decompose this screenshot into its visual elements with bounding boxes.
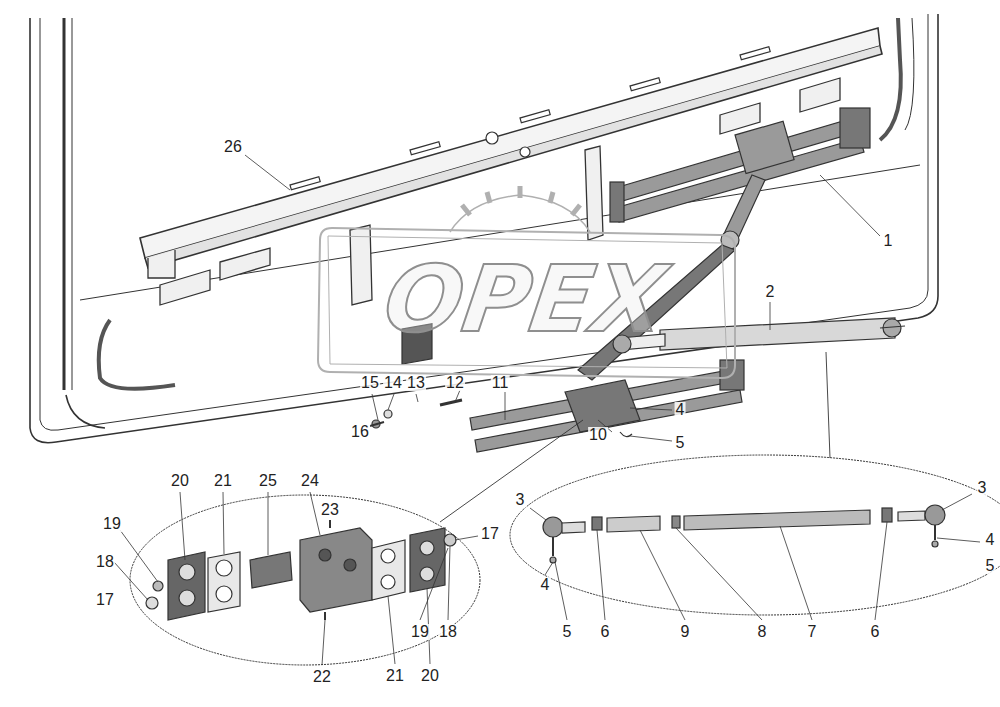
- callout-number: 19: [102, 516, 122, 532]
- callout-number: 20: [420, 668, 440, 684]
- callout-number: 16: [350, 424, 370, 440]
- callout-number: 5: [985, 558, 996, 574]
- callout-number: 18: [438, 624, 458, 640]
- callout-number: 11: [491, 375, 510, 391]
- callout-number: 9: [680, 624, 691, 640]
- callout-number: 5: [675, 435, 686, 451]
- callout-number: 26: [223, 139, 243, 155]
- callout-number: 22: [312, 669, 332, 685]
- callout-number: 21: [385, 668, 405, 684]
- callout-number: 14: [383, 375, 403, 391]
- callout-number: 4: [540, 577, 551, 593]
- callout-number: 12: [445, 375, 465, 391]
- callout-number: 18: [95, 554, 115, 570]
- callout-number: 5: [562, 624, 573, 640]
- frame-outline: [30, 14, 938, 443]
- callout-number: 1: [883, 233, 894, 249]
- callout-number: 7: [807, 624, 818, 640]
- callout-number: 10: [588, 427, 608, 443]
- callout-number: 13: [406, 375, 426, 391]
- callout-number: 4: [985, 532, 996, 548]
- callout-number: 3: [977, 480, 988, 496]
- callout-number: 17: [480, 526, 500, 542]
- callout-number: 24: [300, 473, 320, 489]
- callout-number: 3: [515, 492, 526, 508]
- cross-beam: [140, 28, 880, 258]
- callout-number: 8: [757, 624, 768, 640]
- callout-number: 19: [410, 624, 430, 640]
- watermark: OPEX: [379, 254, 671, 346]
- callout-number: 21: [213, 473, 233, 489]
- callout-number: 6: [870, 624, 881, 640]
- callout-number: 23: [320, 502, 340, 518]
- callout-number: 6: [600, 624, 611, 640]
- callout-number: 15: [360, 375, 380, 391]
- callout-number: 20: [170, 473, 190, 489]
- callout-number: 2: [765, 284, 776, 300]
- callout-number: 4: [675, 402, 686, 418]
- callout-number: 17: [95, 592, 115, 608]
- callout-number: 25: [258, 473, 278, 489]
